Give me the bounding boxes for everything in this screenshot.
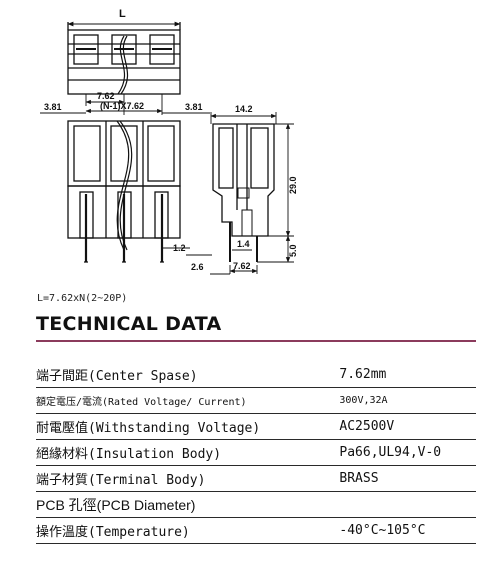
front-view [67, 120, 212, 263]
spec-label: PCB 孔徑(PCB Diameter) [36, 491, 332, 518]
section-title: TECHNICAL DATA [36, 313, 222, 335]
spec-value: 7.62mm [331, 362, 476, 388]
dim-pitch: 7.62 [97, 91, 115, 101]
spec-label: 端子間距(Center Spase) [36, 362, 332, 388]
dim-side-pitch: 7.62 [233, 261, 251, 271]
spec-row: 操作溫度(Temperature) -40°C~105°C [36, 517, 476, 544]
side-view [210, 112, 294, 275]
dim-side-pin: 1.4 [237, 239, 250, 249]
spec-value: AC2500V [331, 413, 476, 440]
spec-label: 絕緣材料(Insulation Body) [36, 439, 332, 466]
spec-row: 端子材質(Terminal Body) BRASS [36, 465, 476, 492]
length-formula: L=7.62xN(2~20P) [37, 293, 128, 304]
dim-pin-len: 5.0 [288, 244, 298, 257]
spec-row: 絕緣材料(Insulation Body) Pa66,UL94,V-0 [36, 439, 476, 466]
spec-row: 耐電壓值(Withstanding Voltage) AC2500V [36, 413, 476, 440]
dim-edge-left: 3.81 [44, 102, 62, 112]
top-view [40, 21, 210, 115]
spec-row: PCB 孔徑(PCB Diameter) [36, 491, 476, 518]
spec-value: Pa66,UL94,V-0 [331, 439, 476, 466]
spec-table: 端子間距(Center Spase) 7.62mm 額定電压/電流(Rated … [36, 362, 476, 544]
spec-label: 操作溫度(Temperature) [36, 517, 332, 544]
technical-drawing: L 7.62 (N-1)X7.62 3.81 3.81 1.2 [40, 8, 298, 275]
dim-edge-right: 3.81 [185, 102, 203, 112]
dim-height: 29.0 [288, 176, 298, 194]
spec-value: -40°C~105°C [331, 517, 476, 544]
spec-label: 端子材質(Terminal Body) [36, 465, 332, 492]
spec-label: 額定電压/電流(Rated Voltage/ Current) [36, 387, 332, 414]
spec-row: 額定電压/電流(Rated Voltage/ Current) 300V,32A [36, 387, 476, 414]
dim-offset: 2.6 [191, 262, 204, 272]
dim-width: 14.2 [235, 104, 253, 114]
spec-row: 端子間距(Center Spase) 7.62mm [36, 362, 476, 388]
title-divider [36, 340, 476, 342]
dim-n-pitch: (N-1)X7.62 [100, 101, 144, 111]
dim-L: L [119, 8, 126, 20]
spec-value: 300V,32A [331, 387, 476, 414]
dim-pin-dia: 1.2 [173, 243, 186, 253]
spec-label: 耐電壓值(Withstanding Voltage) [36, 413, 332, 440]
spec-value: BRASS [331, 465, 476, 492]
spec-value [331, 491, 476, 518]
